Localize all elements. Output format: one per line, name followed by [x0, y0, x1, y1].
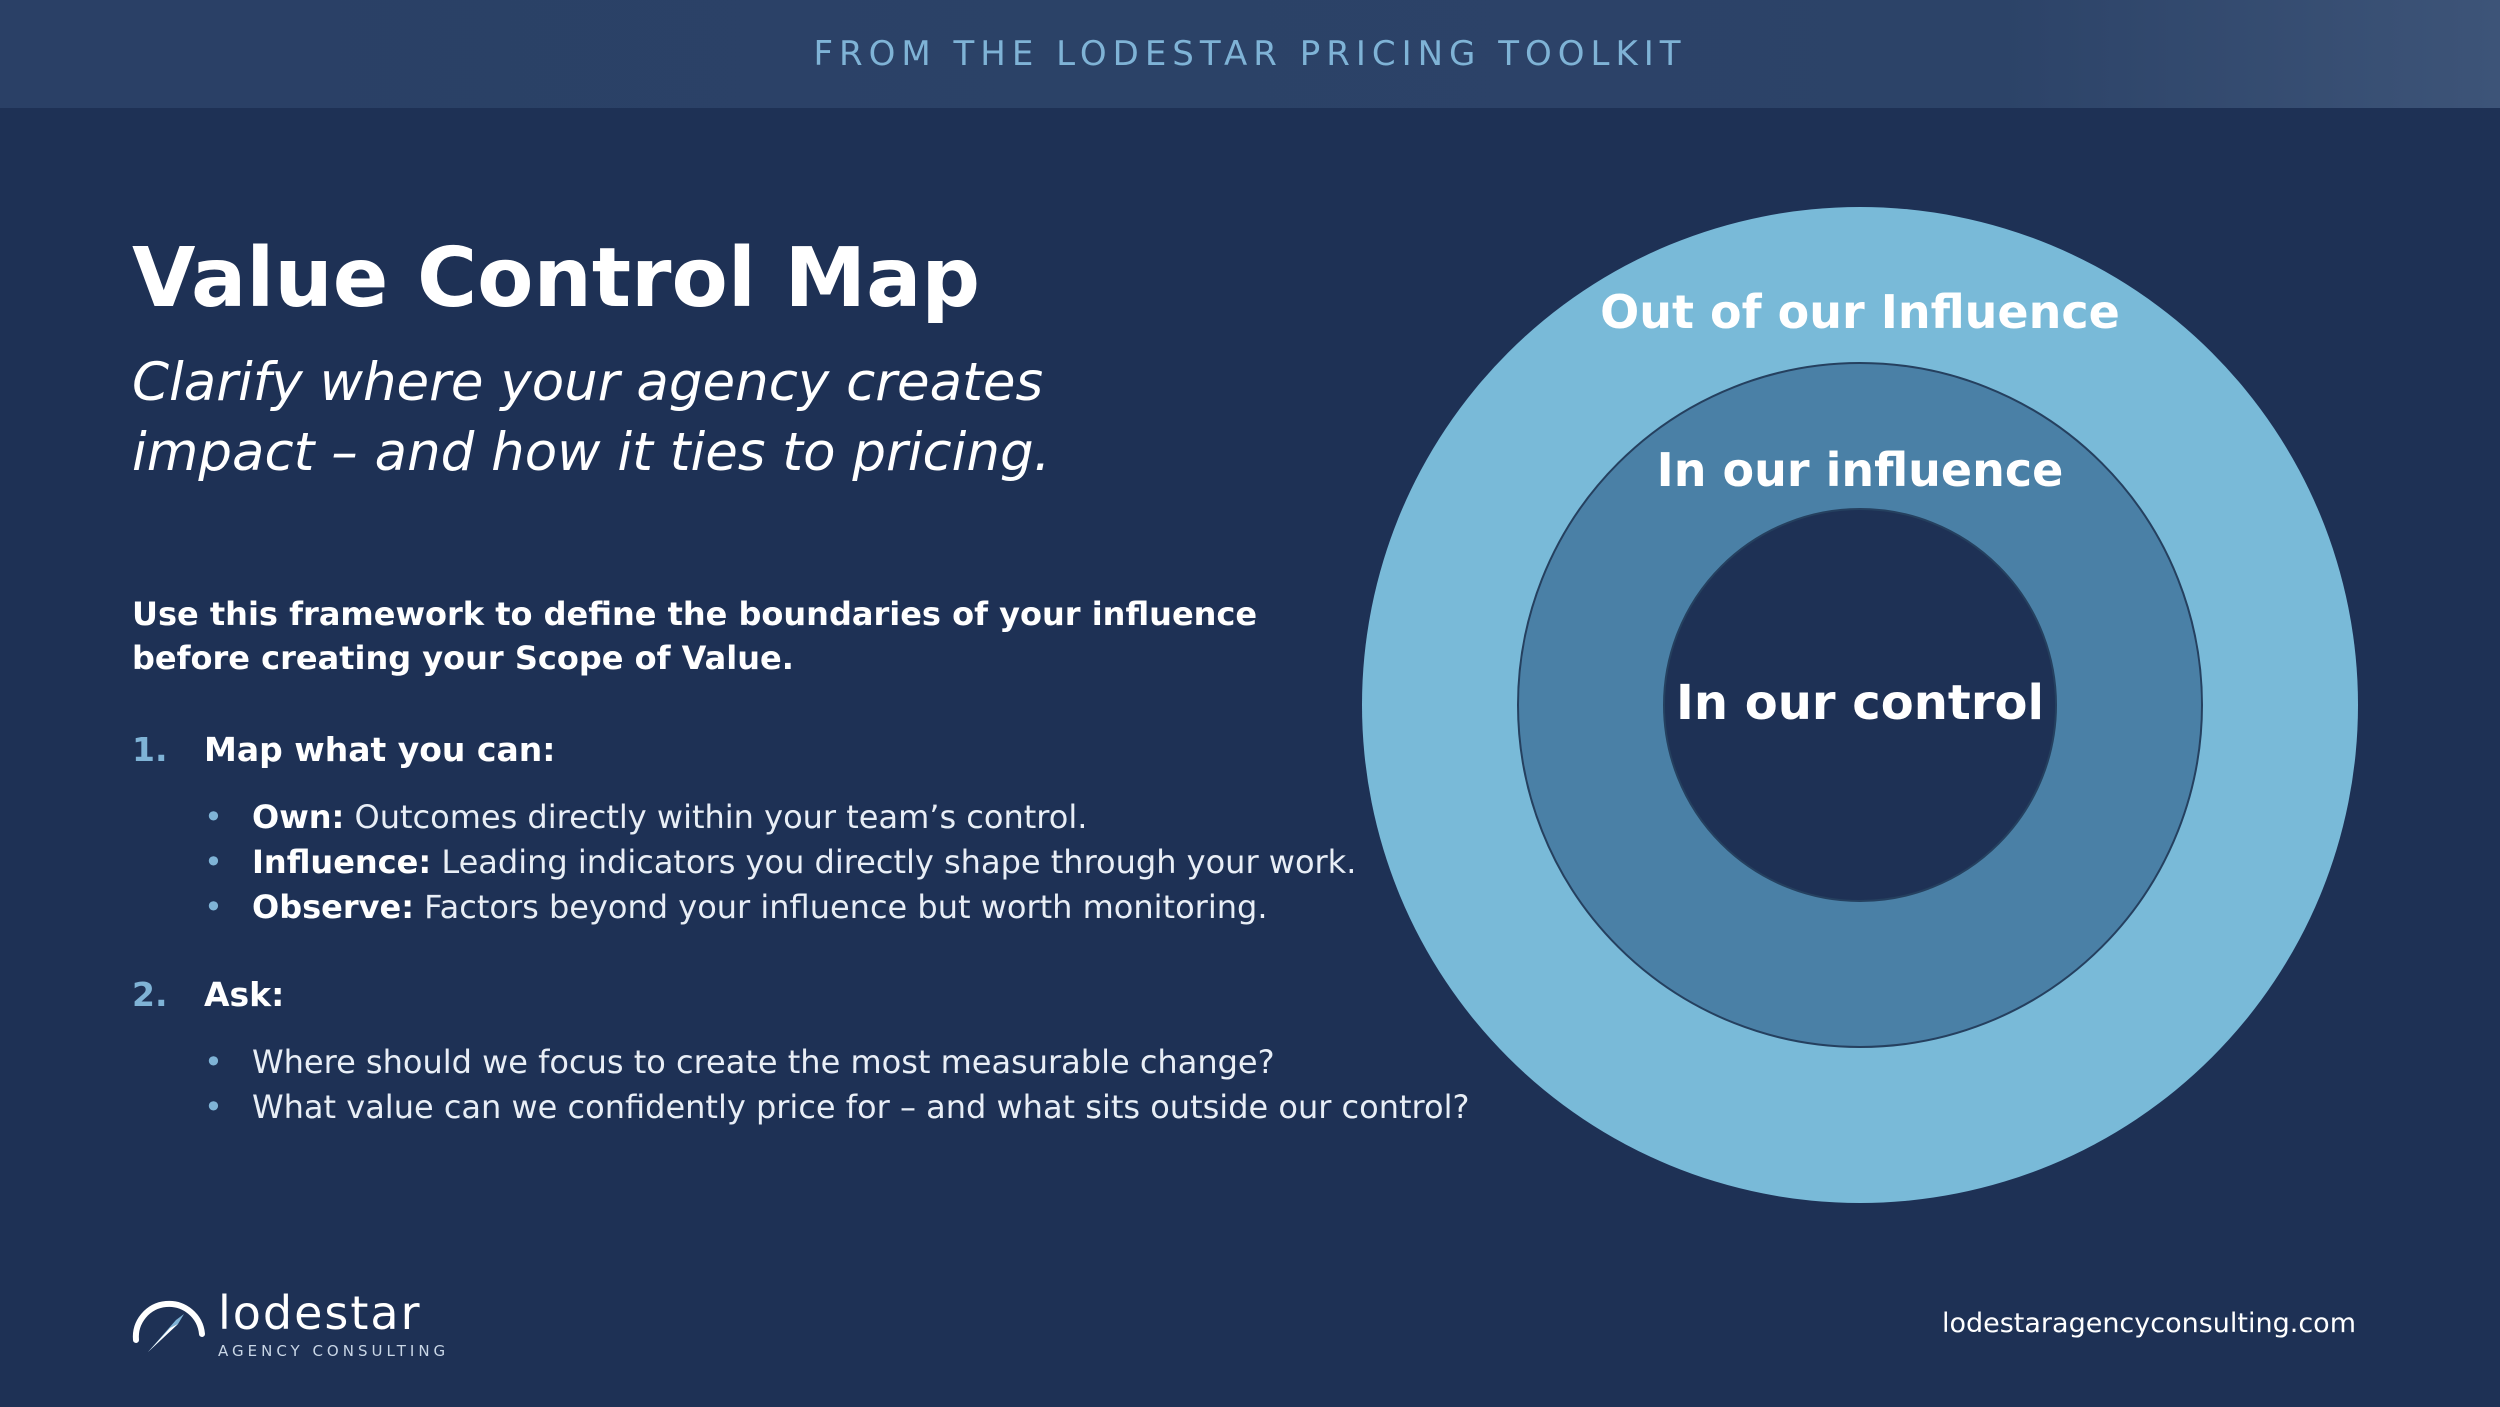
ring-outer-label: Out of our Influence: [1600, 285, 2120, 339]
bullet-term: Own:: [252, 798, 345, 836]
page-title: Value Control Map: [132, 231, 981, 326]
bullet-text: Outcomes directly within your team’s con…: [344, 798, 1088, 836]
bullet-text: Where should we focus to create the most…: [252, 1043, 1275, 1081]
list-item: • Influence: Leading indicators you dire…: [200, 840, 1356, 885]
top-banner: FROM THE LODESTAR PRICING TOOLKIT: [0, 0, 2500, 108]
bullet-text: Factors beyond your influence but worth …: [414, 888, 1268, 926]
ring-inner: [1663, 508, 2057, 902]
lodestar-logo[interactable]: lodestar AGENCY CONSULTING: [130, 1290, 449, 1360]
bullet-dot-icon: •: [204, 798, 223, 836]
bullet-dot-icon: •: [204, 888, 223, 926]
bullet-term: Observe:: [252, 888, 414, 926]
step-1: 1. Map what you can:: [132, 730, 555, 769]
step-label: Map what you can:: [204, 730, 556, 769]
list-item: • Where should we focus to create the mo…: [200, 1040, 1469, 1085]
compass-icon: [132, 1300, 205, 1352]
bullet-dot-icon: •: [204, 843, 223, 881]
bullet-dot-icon: •: [204, 1043, 223, 1081]
step-1-bullets: • Own: Outcomes directly within your tea…: [200, 795, 1356, 930]
concentric-circles-diagram: Out of our Influence In our influence In…: [1362, 207, 2358, 1203]
bullet-term: Influence:: [252, 843, 432, 881]
website-link[interactable]: lodestaragencyconsulting.com: [1941, 1308, 2356, 1339]
bullet-text: What value can we confidently price for …: [252, 1088, 1470, 1126]
list-item: • What value can we confidently price fo…: [200, 1085, 1469, 1130]
step-2: 2. Ask:: [132, 975, 284, 1014]
step-2-bullets: • Where should we focus to create the mo…: [200, 1040, 1469, 1130]
bullet-dot-icon: •: [204, 1088, 223, 1126]
page-subtitle: Clarify where your agency creates impact…: [132, 352, 1051, 483]
ring-inner-label: In our control: [1676, 675, 2044, 731]
intro-text: Use this framework to define the boundar…: [132, 595, 1258, 677]
logo-wordmark: lodestar: [218, 1286, 422, 1340]
ring-middle-label: In our influence: [1657, 443, 2064, 497]
logo-tagline: AGENCY CONSULTING: [218, 1342, 450, 1360]
step-number: 1.: [132, 730, 168, 769]
step-label: Ask:: [204, 975, 285, 1014]
step-number: 2.: [132, 975, 168, 1014]
bullet-text: Leading indicators you directly shape th…: [431, 843, 1357, 881]
list-item: • Own: Outcomes directly within your tea…: [200, 795, 1356, 840]
banner-text: FROM THE LODESTAR PRICING TOOLKIT: [813, 34, 1687, 74]
list-item: • Observe: Factors beyond your influence…: [200, 885, 1356, 930]
